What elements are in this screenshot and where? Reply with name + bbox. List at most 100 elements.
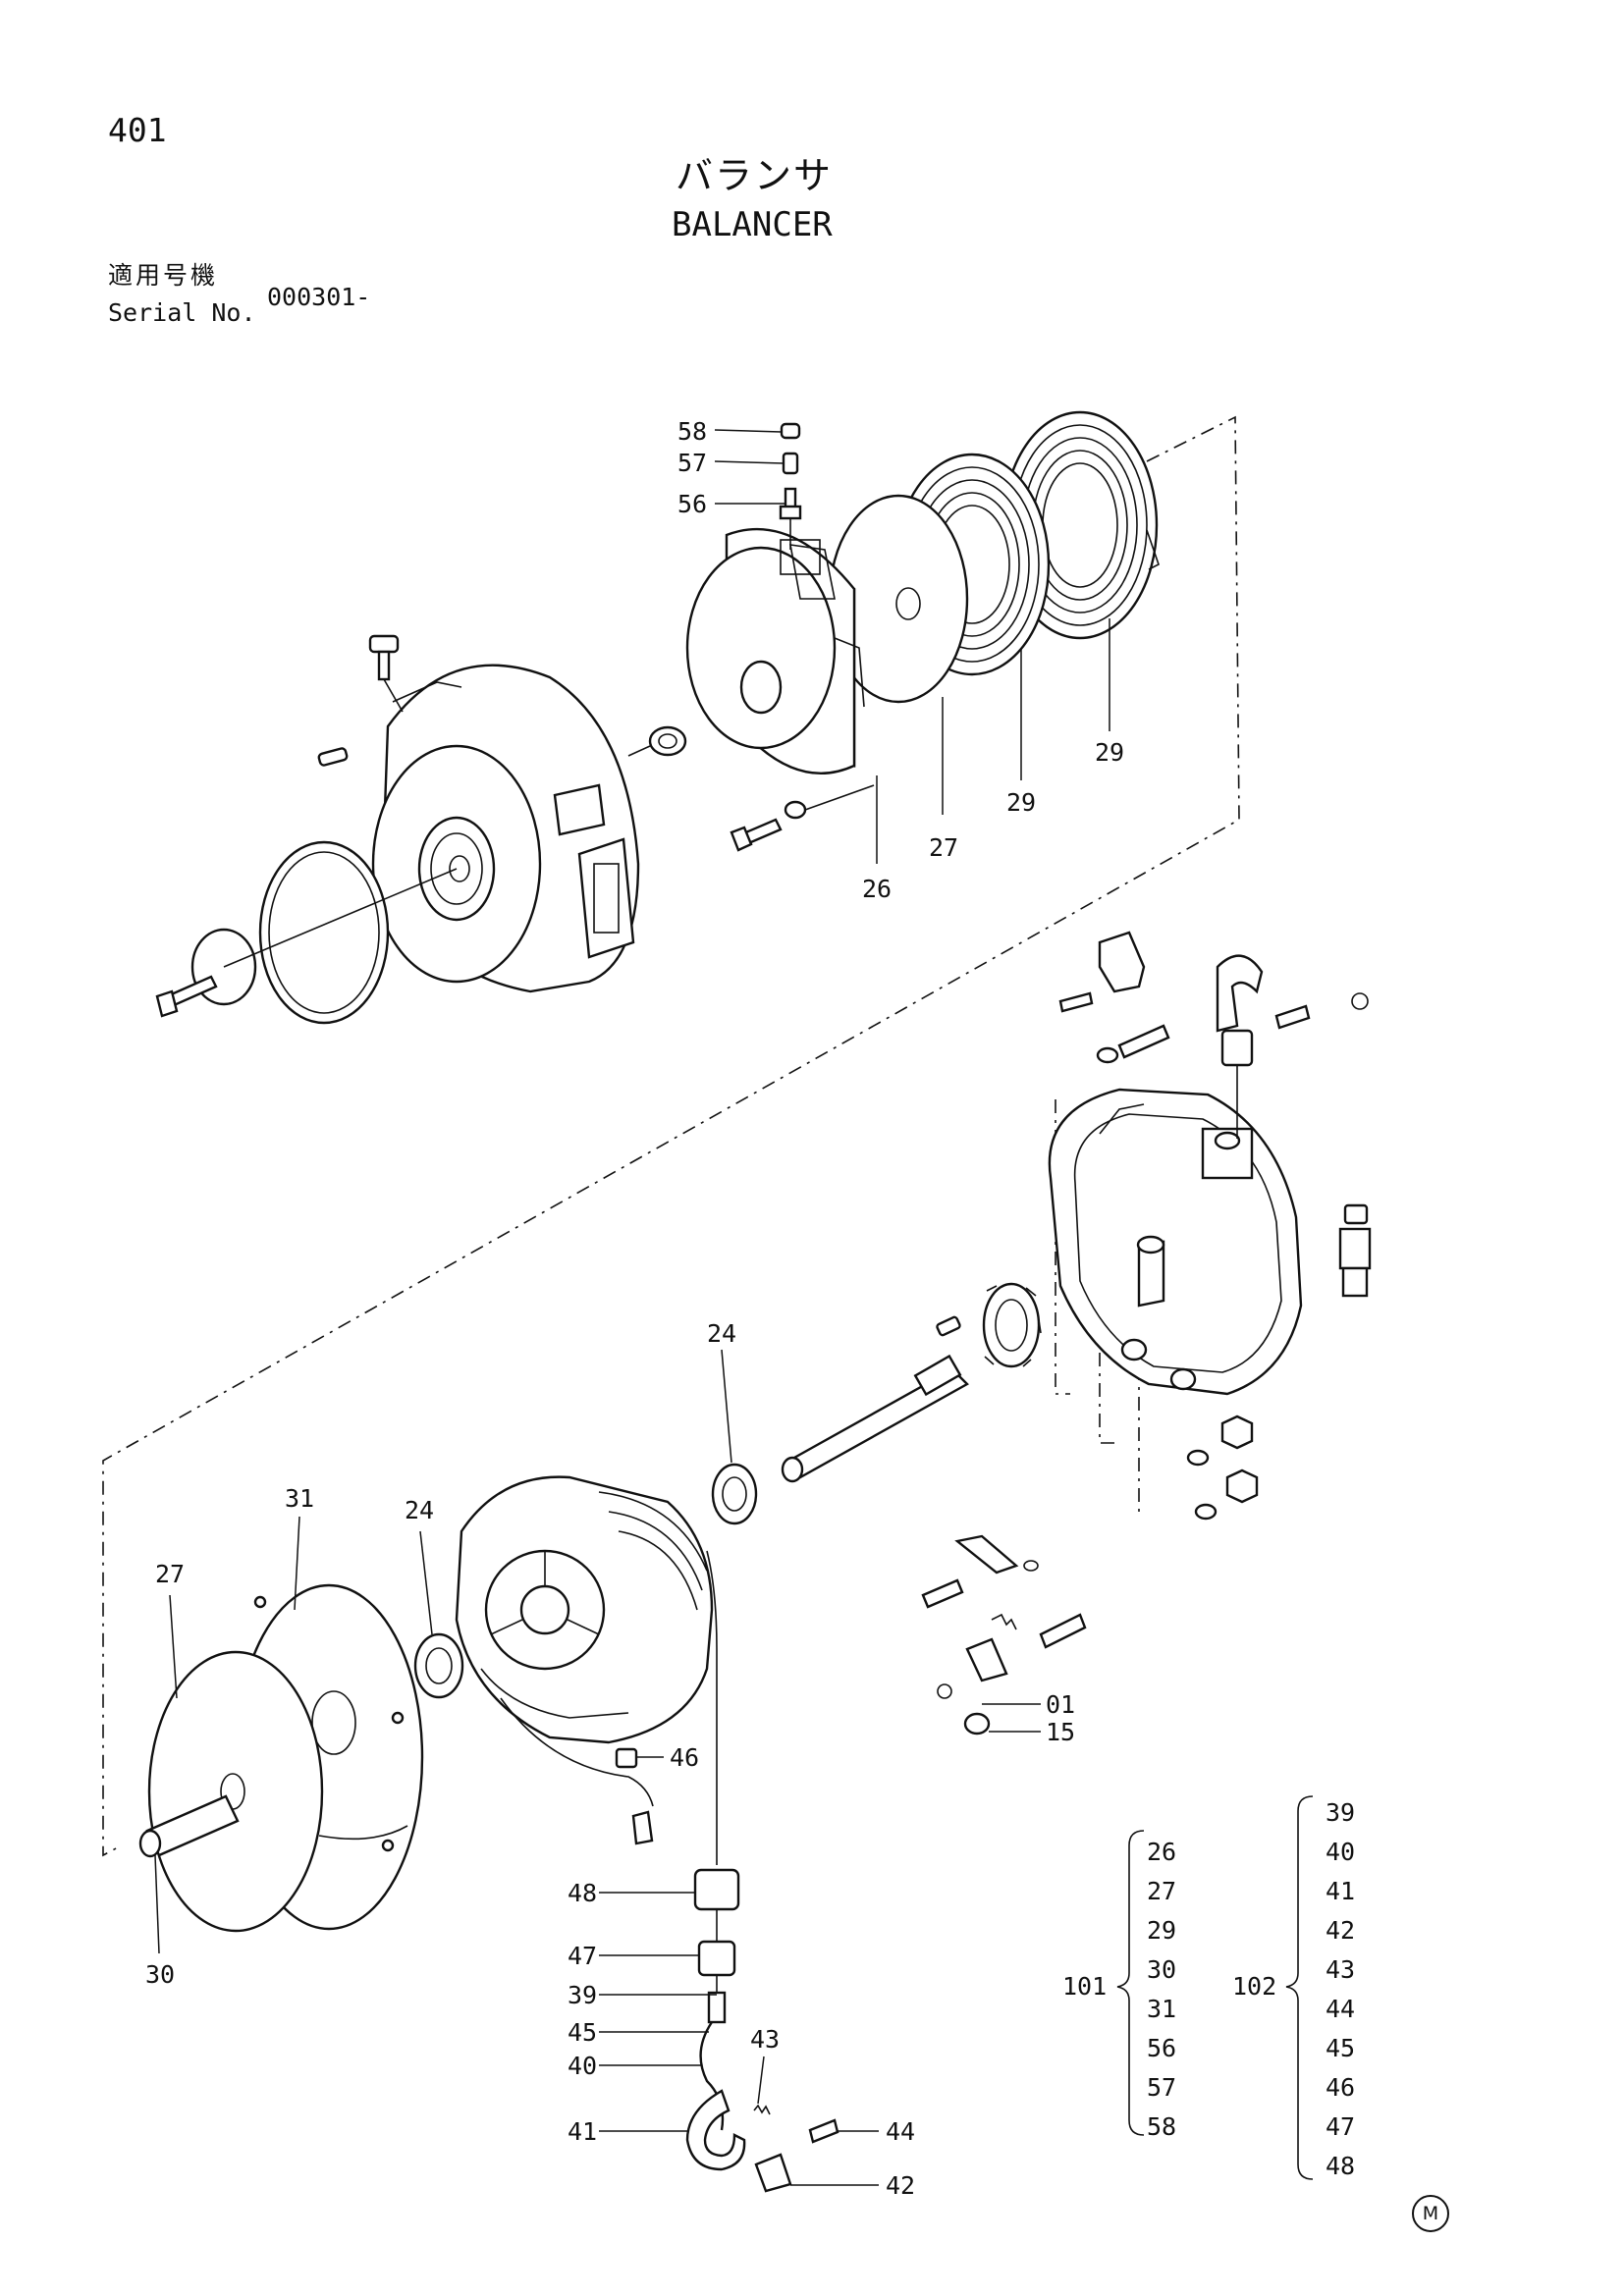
callout-27-lower: 27	[155, 1560, 185, 1588]
snap-ring-top	[1351, 992, 1369, 1010]
latch-screw	[808, 2118, 839, 2144]
callout-47: 47	[568, 1942, 597, 1970]
callout-24-shaft: 24	[707, 1319, 736, 1348]
hook-spring	[753, 2104, 771, 2115]
assembly-102-item: 46	[1326, 2073, 1355, 2102]
callout-labels: 58 57 56 29 29 27 26 24 24 31 27 30 46 4…	[145, 417, 1124, 2200]
sleeve	[138, 1794, 240, 1858]
callout-30: 30	[145, 1960, 175, 1989]
hanger-bracket	[1220, 1029, 1254, 1067]
page-title-japanese: バランサ	[676, 154, 834, 197]
serial-label: Serial No.	[108, 298, 256, 327]
grease-nipple	[1338, 1203, 1372, 1298]
assembly-101-item: 26	[1147, 1838, 1176, 1866]
key	[936, 1315, 961, 1337]
balancer-case-upper	[371, 664, 640, 993]
balancer-case-lower	[455, 1475, 718, 1865]
callout-29-rear: 29	[1095, 738, 1124, 767]
lock-plate	[1098, 931, 1146, 993]
callout-26: 26	[862, 875, 892, 903]
spring-cover-hole	[895, 587, 921, 620]
assembly-101-item: 27	[1147, 1877, 1176, 1905]
stopper-rubber-small	[697, 1940, 736, 1977]
rubber-plugs	[615, 1747, 654, 1845]
hook	[685, 2089, 746, 2171]
o-ring-inner	[268, 851, 380, 1014]
callout-48: 48	[568, 1879, 597, 1907]
callout-58: 58	[677, 417, 707, 446]
mount-washer	[1096, 1046, 1119, 1064]
callout-44: 44	[886, 2117, 915, 2146]
top-pin	[368, 634, 404, 713]
rope-socket	[707, 1991, 727, 2024]
bearing-case	[413, 1632, 464, 1699]
callout-45: 45	[568, 2018, 597, 2047]
latch-spring	[991, 1613, 1017, 1630]
assembly-102-item: 48	[1326, 2152, 1355, 2180]
frame-nuts	[1186, 1415, 1259, 1521]
set-screw	[317, 747, 349, 767]
callout-57: 57	[677, 449, 707, 477]
spring-washer	[963, 1712, 991, 1735]
callout-31: 31	[285, 1484, 314, 1513]
callout-29-front: 29	[1006, 788, 1036, 817]
bushing	[627, 725, 687, 757]
callout-46: 46	[670, 1743, 699, 1772]
callout-39: 39	[568, 1981, 597, 2009]
shaft-assembly	[413, 1282, 1042, 1699]
assembly-101-item: 56	[1147, 2034, 1176, 2062]
assembly-101-item: 30	[1147, 1955, 1176, 1984]
callout-15: 15	[1046, 1718, 1075, 1746]
leader-lines	[154, 429, 1110, 2186]
callout-01: 01	[1046, 1690, 1075, 1719]
wire-rope	[706, 1550, 718, 1865]
assembly-group-101: 101 26 27 29 30 31 56 57 58	[1062, 1830, 1176, 2141]
assembly-group-102: 102 39 40 41 42 43 44 45 46 47 48	[1232, 1795, 1355, 2180]
latch-lever	[954, 1534, 1019, 1575]
hanger-bolt	[1274, 1004, 1311, 1030]
pinion-gear	[982, 1282, 1041, 1368]
upper-drum-assembly	[155, 410, 1160, 1025]
page-number: 401	[108, 111, 167, 149]
drum-bolt	[730, 784, 875, 852]
callout-27-upper: 27	[929, 833, 958, 862]
serial-label-japanese: 適用号機	[108, 261, 219, 290]
assembly-102-label: 102	[1232, 1972, 1276, 2001]
callout-40: 40	[568, 2052, 597, 2080]
latch-bolt	[921, 1578, 964, 1609]
assembly-102-item: 43	[1326, 1955, 1355, 1984]
assembly-102-item: 45	[1326, 2034, 1355, 2062]
assembly-101-label: 101	[1062, 1972, 1107, 2001]
lock-plate-bolt	[1058, 991, 1094, 1013]
mount-bolt	[1117, 1024, 1170, 1059]
drum	[685, 527, 865, 774]
nipple-parts	[779, 422, 802, 550]
hook-assembly	[685, 1868, 839, 2193]
assembly-102-item: 47	[1326, 2112, 1355, 2141]
assembly-102-item: 42	[1326, 1916, 1355, 1945]
callout-42: 42	[886, 2171, 915, 2200]
bearing-shaft	[711, 1463, 758, 1525]
callout-24-case: 24	[405, 1496, 434, 1524]
spring-case-plate	[147, 1650, 324, 1933]
hanger-hook	[1216, 954, 1264, 1033]
assembly-102-item: 44	[1326, 1995, 1355, 2023]
callout-43: 43	[750, 2025, 780, 2054]
assembly-102-item: 40	[1326, 1838, 1355, 1866]
stopper-rubber	[693, 1868, 740, 1911]
serial-number-value: 000301-	[267, 283, 371, 311]
callout-41: 41	[568, 2117, 597, 2146]
manufacturer-mark: M	[1412, 2195, 1449, 2232]
assembly-102-item: 39	[1326, 1798, 1355, 1827]
callout-56: 56	[677, 490, 707, 518]
assembly-101-item: 57	[1147, 2073, 1176, 2102]
assembly-101-item: 29	[1147, 1916, 1176, 1945]
latch-linkage	[921, 1534, 1087, 1735]
o-ring	[258, 840, 390, 1025]
page-title: BALANCER	[672, 205, 833, 244]
assembly-101-item: 31	[1147, 1995, 1176, 2023]
latch-pin	[1039, 1613, 1087, 1649]
snap-ring	[937, 1683, 952, 1699]
frame-assembly	[1048, 931, 1372, 1521]
